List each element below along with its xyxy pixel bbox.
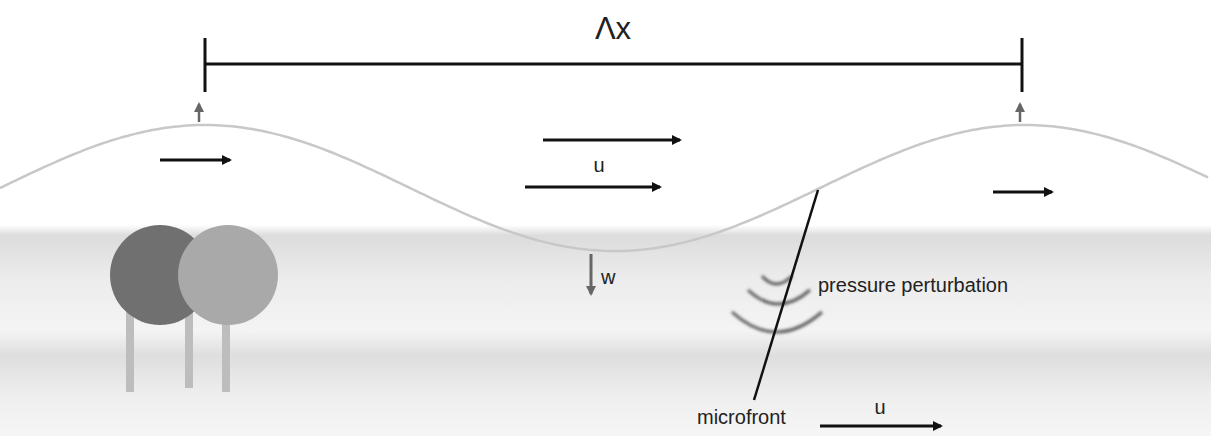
microfront-line (754, 190, 818, 400)
wavelength-bracket (205, 38, 1022, 92)
ground-band (0, 225, 1211, 436)
annotation-label: pressure perturbation (818, 275, 1008, 295)
wind-arrow (160, 140, 1052, 426)
annotation-label: microfront (697, 407, 786, 427)
upward-arrow (199, 104, 1020, 122)
velocity-label: u (593, 155, 604, 175)
velocity-label: u (874, 397, 885, 417)
vertical-velocity-label: w (601, 267, 615, 287)
trees (110, 225, 278, 392)
downward-arrow (590, 254, 593, 294)
wavelength-label: Λx (595, 13, 631, 44)
